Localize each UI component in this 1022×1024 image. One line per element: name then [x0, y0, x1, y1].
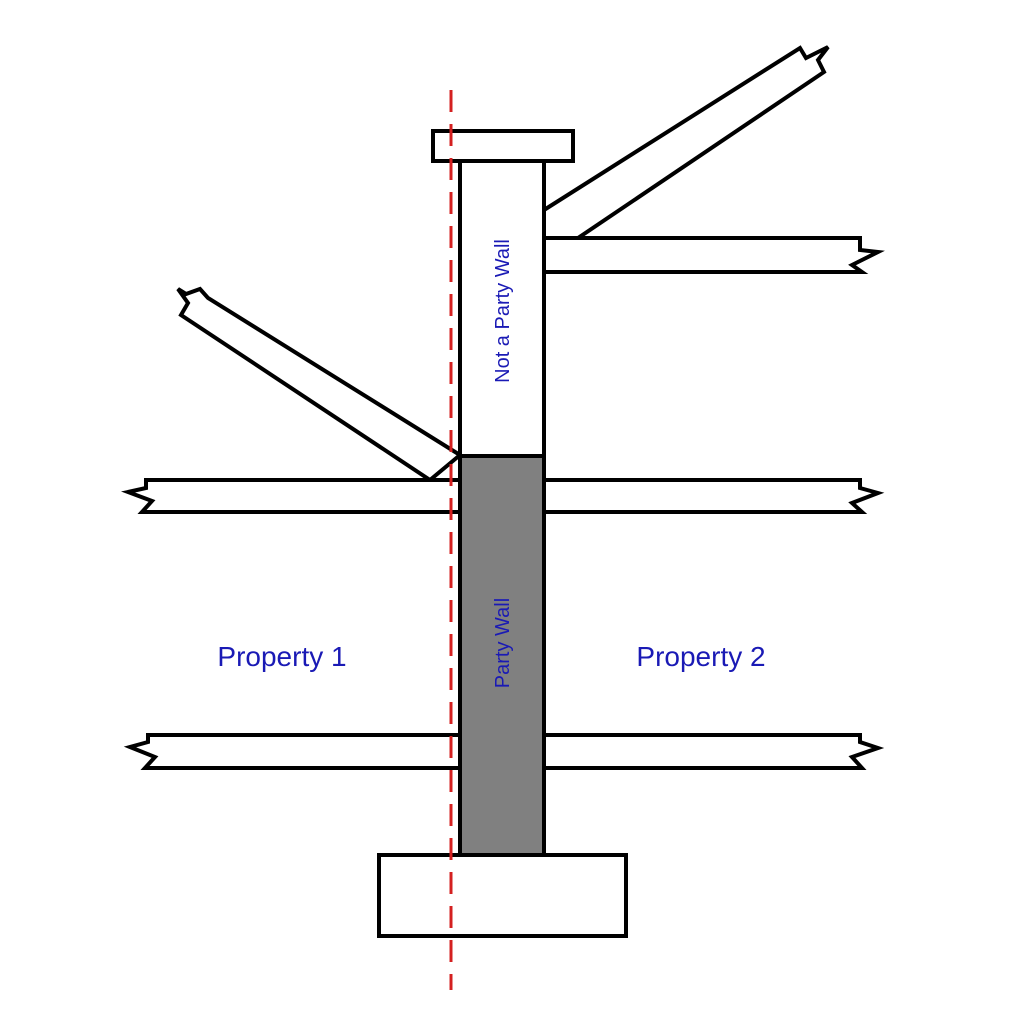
party-wall-label: Party Wall: [492, 598, 514, 688]
middle-left-joist: [120, 478, 462, 514]
right-roof-rafter: [542, 45, 830, 240]
wall-upper-section: [458, 159, 546, 458]
lower-left-joist: [123, 733, 462, 770]
not-party-wall-label: Not a Party Wall: [492, 239, 514, 383]
lower-right-joist: [542, 733, 885, 770]
property-1-label: Property 1: [217, 641, 346, 672]
wall-cap: [431, 129, 575, 163]
property-2-label: Property 2: [636, 641, 765, 672]
wall-party-section: [458, 454, 546, 858]
left-roof-rafter: [176, 286, 464, 483]
foundation-footing: [377, 853, 628, 938]
middle-right-joist: [542, 478, 885, 514]
upper-right-joist: [542, 236, 885, 274]
